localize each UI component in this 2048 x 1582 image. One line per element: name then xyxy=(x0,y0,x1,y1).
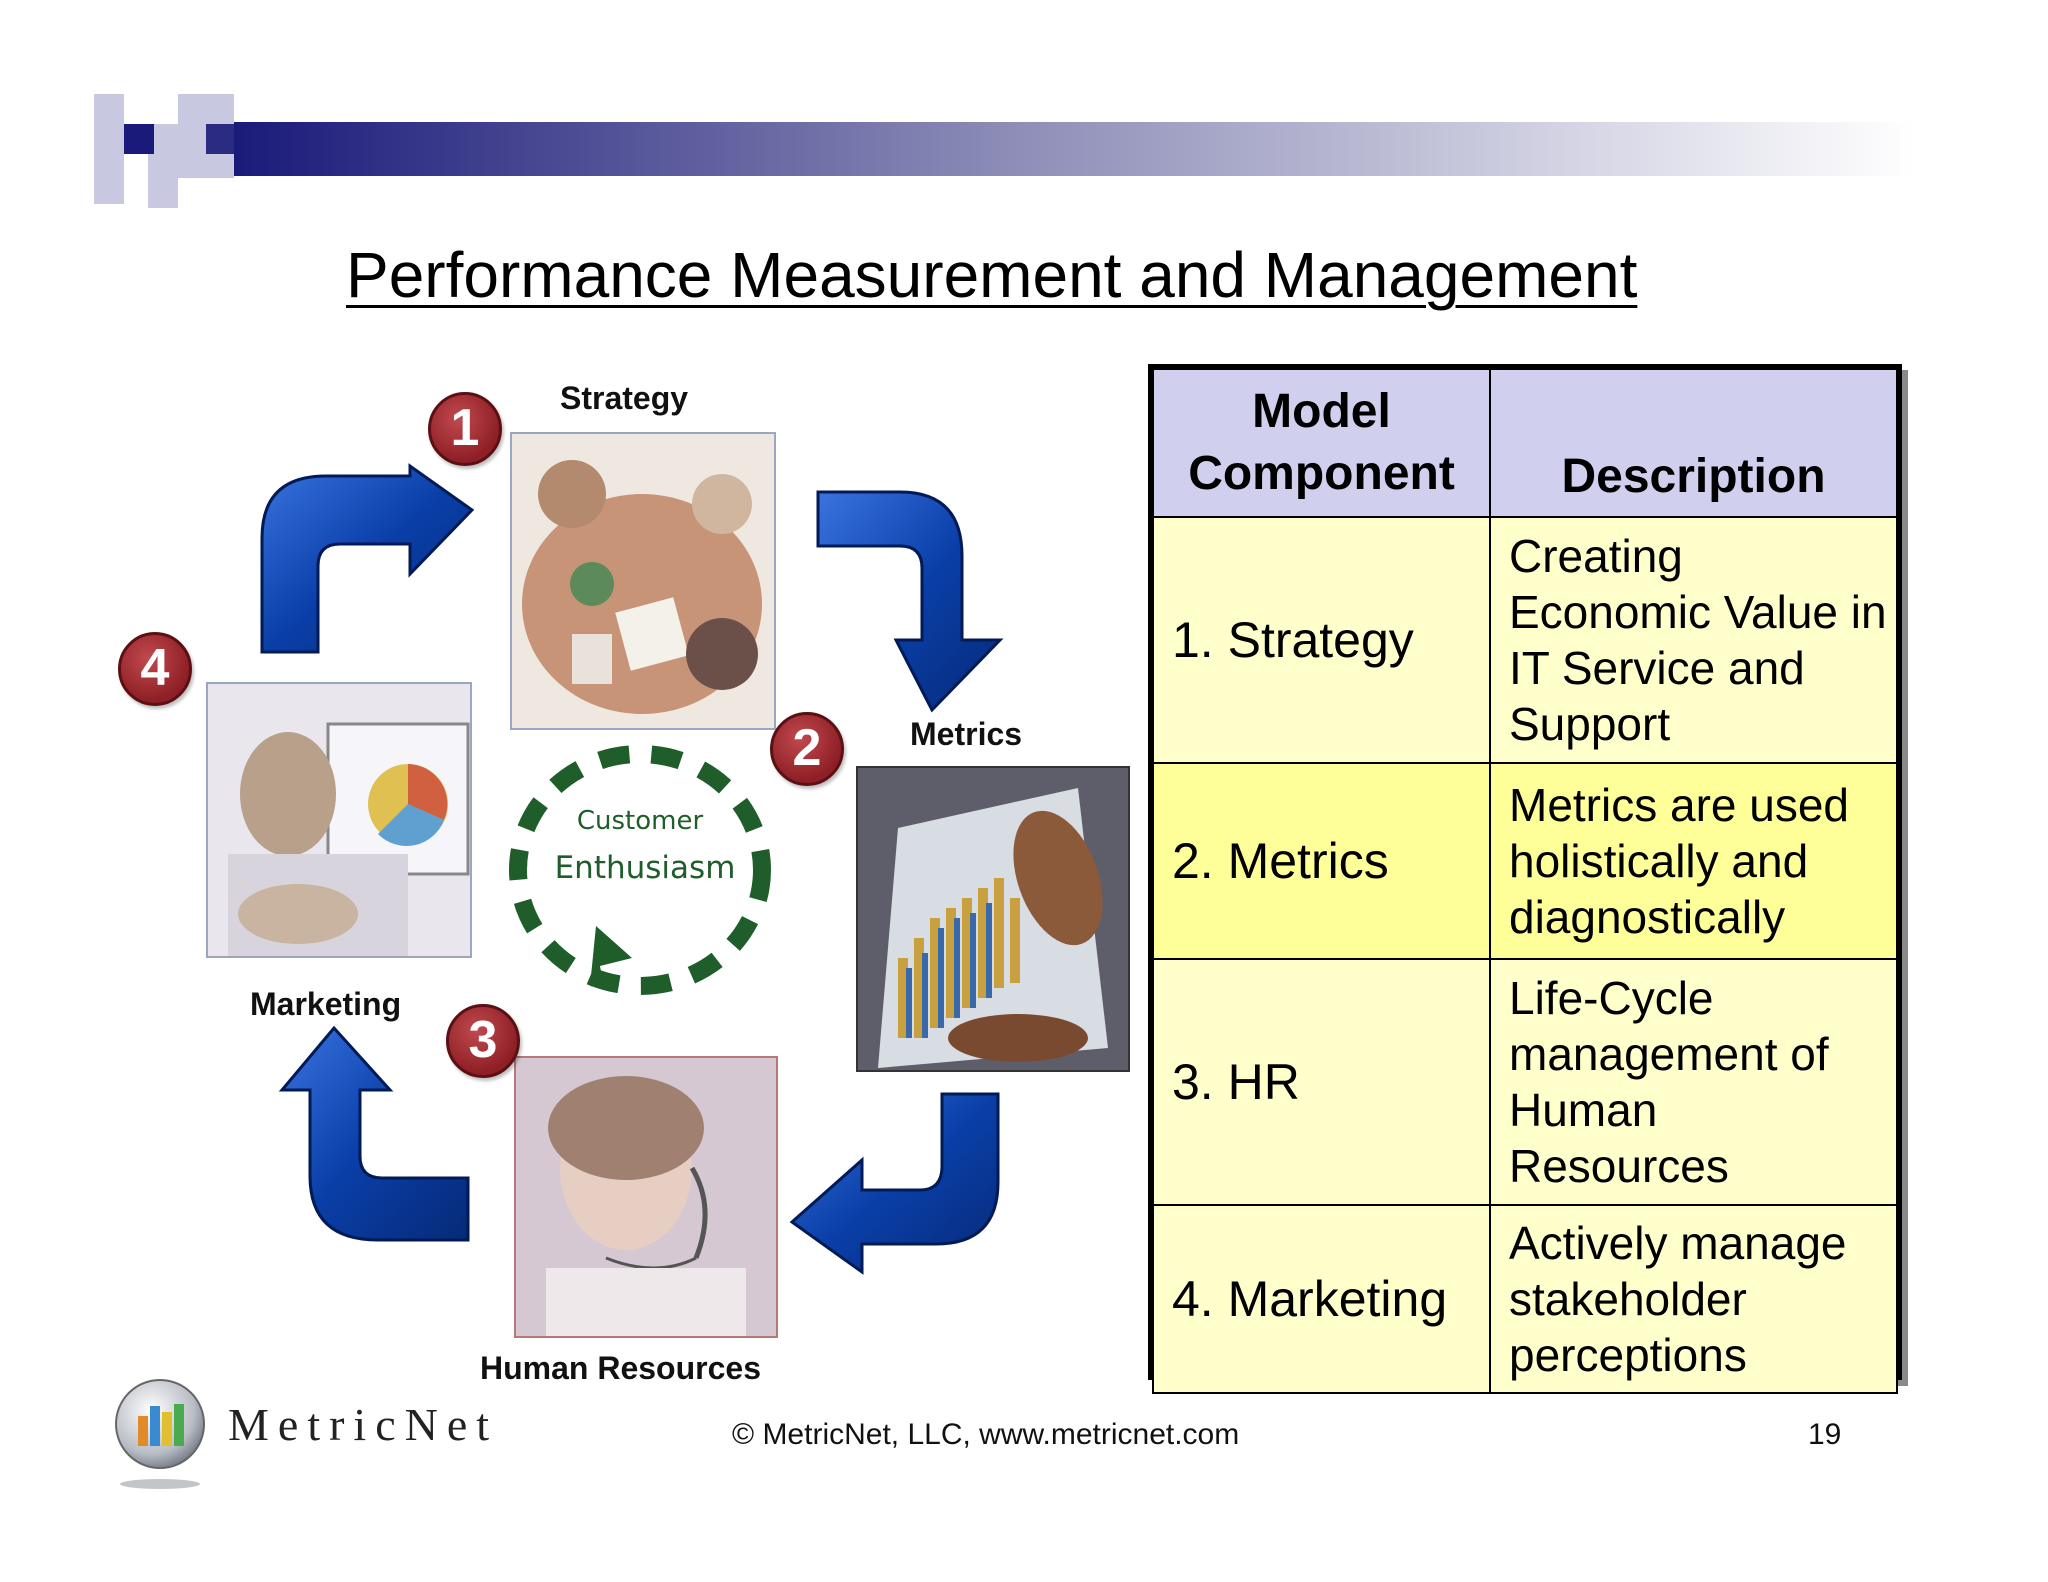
model-table: Model Component Description 1. Strategy … xyxy=(1148,364,1902,1394)
copyright-footer: © MetricNet, LLC, www.metricnet.com xyxy=(732,1418,1240,1451)
row-description: Actively manage stakeholder perceptions xyxy=(1489,1204,1898,1394)
center-label-line2: Enthusiasm xyxy=(554,850,736,886)
row-component: 3. HR xyxy=(1152,958,1491,1206)
stage-4-label: Marketing xyxy=(250,986,402,1022)
stage-3-label: Human Resources xyxy=(480,1350,761,1386)
stage-2-badge: 2 xyxy=(770,712,844,786)
table-row: 3. HR Life-Cycle management of Human Res… xyxy=(1152,958,1898,1206)
stage-1-label: Strategy xyxy=(560,380,689,416)
table-row: 2. Metrics Metrics are used holistically… xyxy=(1152,762,1898,960)
arrow-marketing-to-strategy xyxy=(260,463,475,654)
arrow-hr-to-marketing xyxy=(278,1025,470,1242)
row-description: Life-Cycle management of Human Resources xyxy=(1489,958,1898,1206)
header-description: Description xyxy=(1489,368,1898,518)
table-row: 1. Strategy Creating Economic Value in I… xyxy=(1152,516,1898,764)
header-decoration xyxy=(94,94,1914,208)
stage-1-badge: 1 xyxy=(428,392,502,466)
table-row: 4. Marketing Actively manage stakeholder… xyxy=(1152,1204,1898,1394)
row-component: 1. Strategy xyxy=(1152,516,1491,764)
header-model-component: Model Component xyxy=(1152,368,1491,518)
row-description: Metrics are used holistically and diagno… xyxy=(1489,762,1898,960)
arrow-strategy-to-metrics xyxy=(816,490,1004,713)
row-description: Creating Economic Value in IT Service an… xyxy=(1489,516,1898,764)
strategy-photo xyxy=(510,432,776,730)
human-resources-photo xyxy=(514,1056,778,1338)
row-component: 4. Marketing xyxy=(1152,1204,1491,1394)
cycle-diagram xyxy=(260,463,1004,1275)
page-number: 19 xyxy=(1808,1418,1842,1451)
stage-4-badge: 4 xyxy=(118,632,192,706)
arrow-metrics-to-hr xyxy=(789,1092,1000,1275)
slide-title: Performance Measurement and Management xyxy=(346,239,1638,311)
marketing-photo xyxy=(206,682,472,958)
row-component: 2. Metrics xyxy=(1152,762,1491,960)
metricnet-logo-icon xyxy=(115,1379,205,1489)
logo-wordmark: MetricNet xyxy=(228,1399,499,1450)
center-label-line1: Customer xyxy=(576,806,704,836)
customer-enthusiasm-ring xyxy=(509,745,771,995)
stage-3-badge: 3 xyxy=(446,1004,520,1078)
stage-2-label: Metrics xyxy=(910,716,1023,752)
metrics-photo xyxy=(856,766,1130,1072)
ring-arrowhead xyxy=(590,926,632,988)
